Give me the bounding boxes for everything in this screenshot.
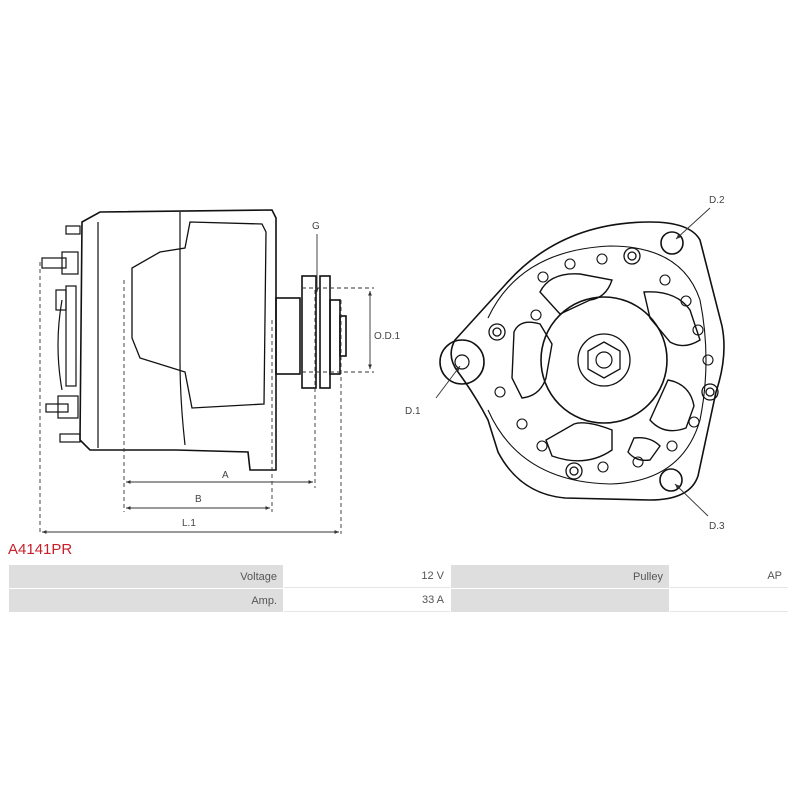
dim-label-od1: O.D.1: [374, 331, 401, 342]
spec-table: Voltage 12 V Pulley AP Amp. 33 A: [8, 564, 789, 613]
side-pulley-disk-2: [319, 275, 331, 389]
spec-key-pulley: Pulley: [451, 565, 669, 588]
side-shaft-hub: [275, 297, 301, 375]
front-flange-inner: [487, 245, 707, 485]
dim-label-a: A: [222, 470, 229, 481]
spec-key-amp: Amp.: [9, 589, 283, 612]
dim-label-l1: L.1: [182, 518, 196, 529]
dim-label-g: G: [312, 221, 320, 232]
side-pulley-disk-1: [301, 275, 317, 389]
side-housing: [79, 209, 277, 471]
front-mount-hole-d3: [659, 468, 683, 492]
front-mount-hole-d2: [660, 231, 684, 255]
side-pulley-hub: [329, 299, 341, 375]
alternator-technical-drawing: G O.D.1 A B L.1: [39, 195, 725, 535]
dim-label-d1: D.1: [405, 406, 421, 417]
front-view: [439, 221, 725, 501]
dim-label-d2: D.2: [709, 195, 725, 206]
front-bolts: [488, 247, 719, 480]
spec-value-pulley: AP: [670, 565, 788, 588]
front-hub-ring: [577, 333, 631, 387]
side-shaft-nut: [339, 315, 347, 357]
table-row: Voltage 12 V Pulley AP: [9, 565, 788, 588]
front-pivot-lug: [439, 339, 485, 385]
front-flange: [450, 221, 725, 501]
side-dimensions: [39, 234, 374, 535]
side-view: [41, 209, 347, 471]
rear-studs: [41, 225, 81, 443]
dim-label-b: B: [195, 494, 202, 505]
spec-key-voltage: Voltage: [9, 565, 283, 588]
spec-value-empty: [670, 589, 788, 612]
front-shaft-nut: [587, 341, 621, 379]
part-number-title: A4141PR: [8, 541, 73, 558]
front-pulley-disk: [540, 296, 668, 424]
front-small-holes: [494, 253, 714, 473]
side-window: [131, 221, 267, 409]
spec-value-voltage: 12 V: [284, 565, 450, 588]
dim-label-d3: D.3: [709, 521, 725, 532]
table-row: Amp. 33 A: [9, 589, 788, 612]
front-leaders: [435, 207, 711, 517]
spec-key-empty: [451, 589, 669, 612]
spec-value-amp: 33 A: [284, 589, 450, 612]
front-cooling-slots: [511, 273, 701, 462]
